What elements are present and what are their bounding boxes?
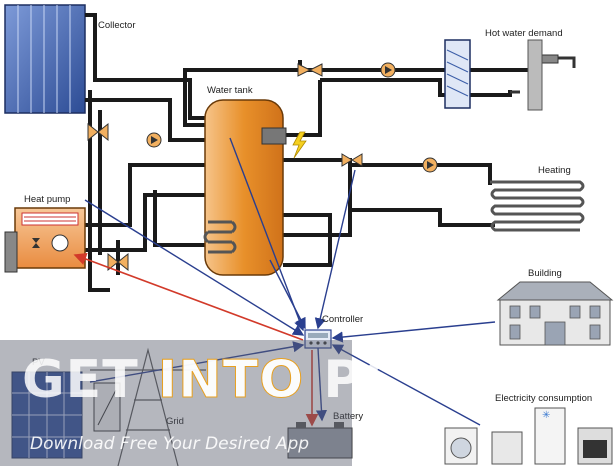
water-tank [203,99,287,276]
controller-label: Controller [322,314,364,325]
pump-icon [422,157,438,173]
building-label: Building [528,268,562,279]
watermark-word-into: INTO [157,350,305,411]
solar-collector [4,4,86,114]
hot-water-tap [510,39,576,111]
heating-coil [490,180,585,232]
hot-water-demand-label: Hot water demand [485,28,563,39]
building-icon [496,281,614,346]
battery-icon [287,422,353,459]
pipe-network [80,13,542,292]
watermark-word-get: GET [22,350,158,410]
signal-arrows [84,137,496,426]
heating-label: Heating [538,165,571,176]
water-tank-label: Water tank [207,85,253,96]
grid-tower-icon [90,347,206,466]
collector-label: Collector [98,20,136,31]
power-arrows [73,252,319,427]
electric-heater-icon [292,131,307,159]
grid-label: Grid [166,416,184,427]
pv-panels [11,371,121,459]
pump-icon [380,62,396,78]
valve-icon [87,63,363,272]
heat-pump-label: Heat pump [24,194,71,205]
svg-text:✳: ✳ [542,410,550,421]
watermark-word-pc: PC [304,350,402,410]
watermark-backdrop [0,340,352,466]
heat-exchanger [444,39,471,109]
watermark-subtitle: Download Free Your Desired App [30,434,310,454]
pv-label: PV [32,357,45,368]
electricity-consumption-label: Electricity consumption [495,393,593,404]
appliance-icons: ✳ [444,407,613,465]
pump-icon [146,132,162,148]
heat-pump [4,207,86,273]
battery-label: Battery [333,411,364,422]
watermark-title: GET INTO PC [22,350,402,411]
